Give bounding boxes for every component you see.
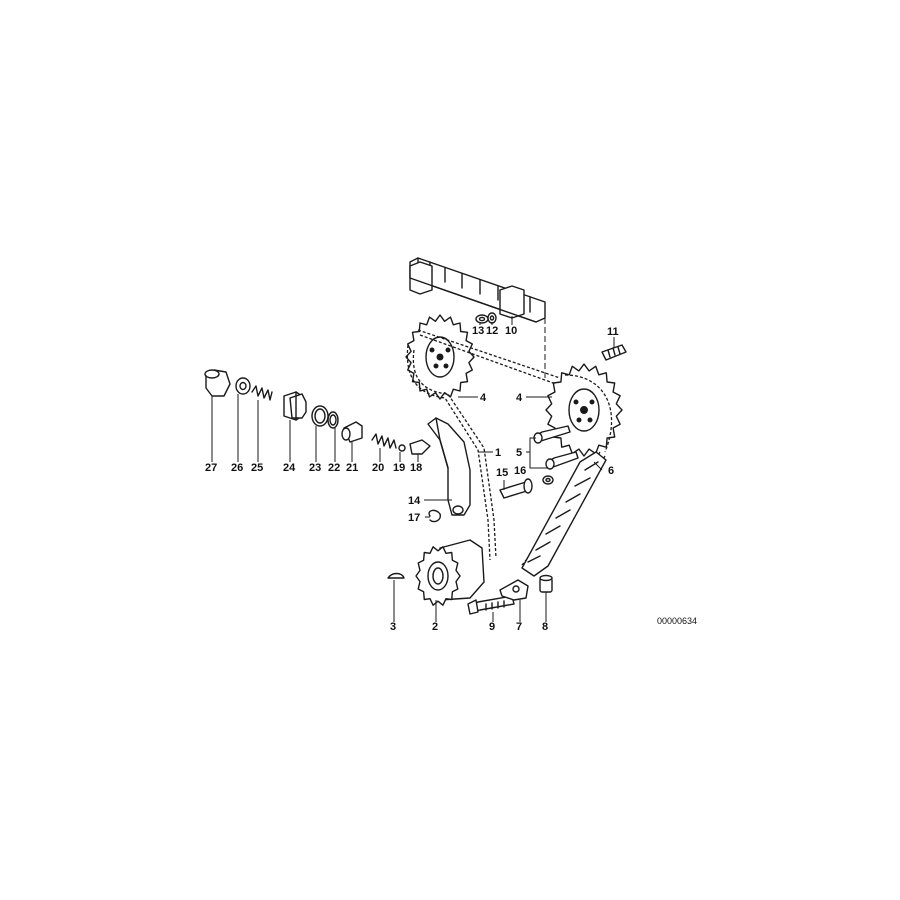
callout-6: 6 [608, 465, 614, 477]
callout-7: 7 [516, 621, 522, 633]
callout-13: 13 [472, 325, 484, 337]
washer-12 [487, 312, 497, 324]
callout-labels: 1 2 3 4 4 5 6 7 8 9 10 11 12 13 14 15 16… [205, 325, 697, 633]
callout-23: 23 [309, 462, 321, 474]
stud-11 [601, 344, 627, 361]
spring-20 [371, 433, 397, 449]
callout-24: 24 [283, 462, 296, 474]
ball-19 [398, 444, 406, 452]
callout-4-right: 4 [516, 392, 523, 404]
callout-14: 14 [408, 495, 421, 507]
callout-18: 18 [410, 462, 422, 474]
callout-2: 2 [432, 621, 438, 633]
callout-3: 3 [390, 621, 396, 633]
plunger-18 [409, 439, 431, 455]
woodruff-key [387, 572, 405, 579]
nut-13 [475, 314, 489, 324]
callout-16: 16 [514, 465, 526, 477]
callout-12: 12 [486, 325, 498, 337]
bolt-16 [545, 451, 579, 470]
callout-25: 25 [251, 462, 263, 474]
o-ring-23 [311, 405, 329, 427]
ring-22 [327, 411, 339, 429]
callout-15: 15 [496, 467, 508, 479]
bracket-7 [499, 579, 529, 601]
upper-guide-rail [409, 257, 546, 380]
callout-9: 9 [489, 621, 495, 633]
callout-22: 22 [328, 462, 340, 474]
callout-20: 20 [372, 462, 384, 474]
spring-25 [251, 385, 273, 401]
circlip-17 [428, 509, 442, 523]
seal-ring-26 [235, 377, 251, 395]
callout-4-left: 4 [480, 392, 487, 404]
callout-11: 11 [607, 326, 619, 338]
bolt-9 [467, 595, 515, 615]
crankshaft-sprocket [415, 539, 485, 606]
left-camshaft-sprocket [405, 314, 475, 400]
callout-1: 1 [495, 447, 501, 459]
tensioner-housing-24 [283, 391, 307, 421]
callout-10: 10 [505, 325, 517, 337]
sleeve-8 [539, 574, 553, 593]
pivot-pin-15 [499, 475, 554, 499]
tensioner-cap-27 [204, 369, 231, 397]
callout-17: 17 [408, 512, 420, 524]
callout-8: 8 [542, 621, 548, 633]
callout-26: 26 [231, 462, 243, 474]
callout-19: 19 [393, 462, 405, 474]
callout-21: 21 [346, 462, 358, 474]
callout-27: 27 [205, 462, 217, 474]
right-guide-rail [521, 451, 607, 577]
reference-code: 00000634 [657, 616, 697, 626]
piston-21 [341, 421, 363, 443]
callout-5: 5 [516, 447, 522, 459]
tensioner-rail [427, 417, 471, 516]
leader-lines [211, 316, 615, 622]
